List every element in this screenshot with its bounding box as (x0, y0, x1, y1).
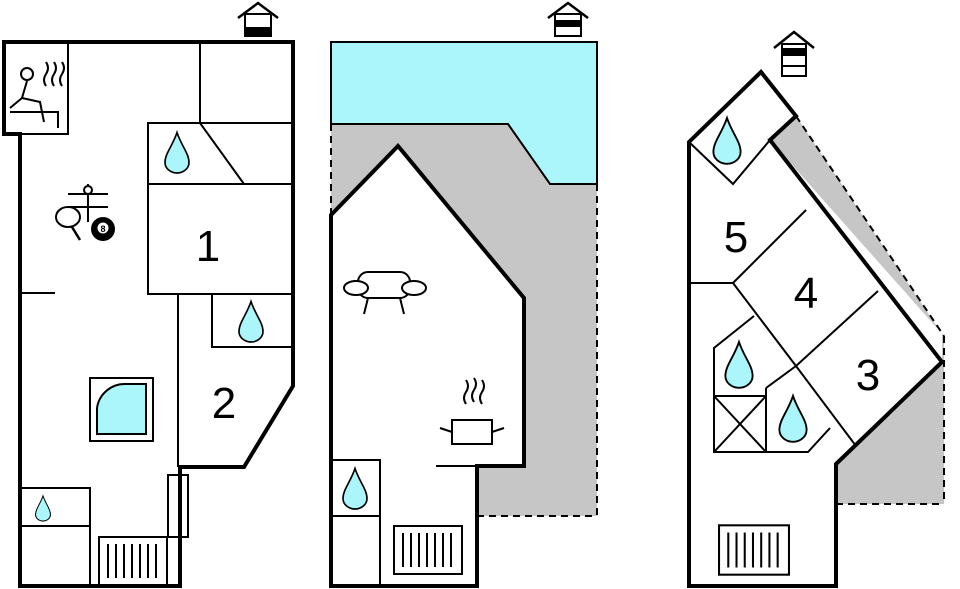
sofa-icon (343, 271, 427, 315)
floor-indicator-ground-icon (547, 1, 589, 37)
billiards-icon: 8 (91, 217, 115, 241)
room-label-2: 2 (212, 379, 236, 428)
stairs-icon (718, 524, 790, 576)
terrace-3 (770, 116, 944, 504)
svg-text:8: 8 (100, 224, 105, 234)
floor-indicator-basement-icon (237, 1, 279, 37)
floor-3-outline (687, 69, 945, 588)
sauna-icon (9, 61, 65, 128)
room-label-3: 3 (856, 351, 880, 400)
room-label-5: 5 (724, 213, 748, 262)
floor-indicator-upper-icon (773, 30, 815, 77)
bathroom-drop-icon (724, 340, 754, 389)
bathroom-1 (211, 293, 294, 348)
room-label-1: 1 (196, 222, 220, 271)
floor-2 (329, 1, 598, 588)
floor-1: 1 2 8 (2, 1, 295, 588)
floor-2-outline (329, 143, 526, 588)
terrace-2 (331, 124, 597, 516)
bathroom-drop-icon (238, 300, 264, 343)
bathroom-drop-icon (778, 394, 808, 443)
room-label-4: 4 (794, 269, 818, 318)
bathroom-drop-icon (163, 131, 191, 175)
stairs-icon (97, 536, 169, 586)
table-tennis-icon (55, 206, 82, 241)
bathroom-drop-icon (34, 495, 52, 522)
floor-3: 5 4 3 (687, 30, 945, 588)
cooking-pot-icon (439, 377, 505, 445)
bathroom-drop-icon (342, 467, 368, 510)
stairs-icon (392, 525, 464, 575)
table-football-icon (68, 184, 108, 222)
bathroom-drop-icon (712, 116, 742, 165)
sauna-room (3, 41, 69, 135)
bathtub-icon (89, 377, 154, 442)
room-1 (147, 183, 294, 295)
shower-cross-icon (713, 395, 767, 453)
